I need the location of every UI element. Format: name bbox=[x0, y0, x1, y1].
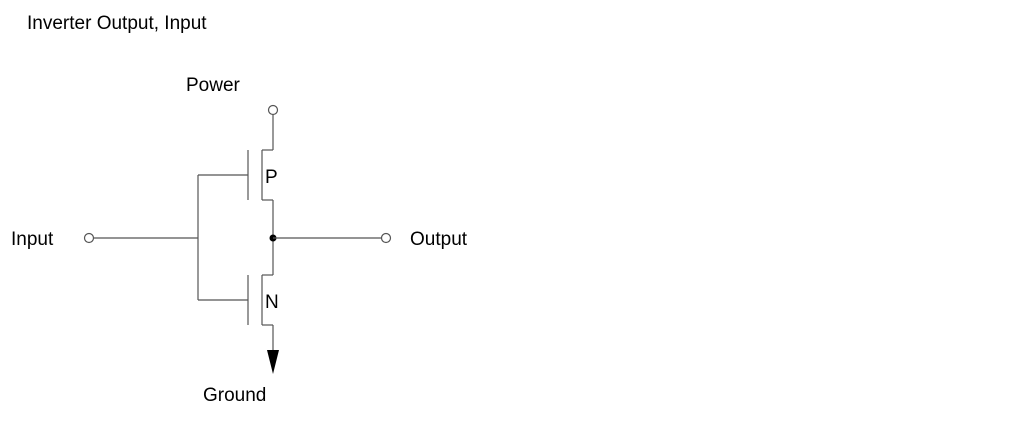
nmos-label: N bbox=[265, 292, 279, 313]
input-label: Input bbox=[11, 229, 54, 250]
ground-label: Ground bbox=[203, 385, 266, 406]
diagram-title: Inverter Output, Input bbox=[27, 13, 207, 34]
ground-arrow-icon bbox=[267, 350, 279, 374]
input-terminal bbox=[83, 232, 95, 244]
pmos-label: P bbox=[265, 167, 278, 188]
power-terminal bbox=[267, 104, 279, 116]
power-label: Power bbox=[186, 75, 241, 96]
output-label: Output bbox=[410, 229, 468, 250]
output-terminal bbox=[380, 232, 392, 244]
